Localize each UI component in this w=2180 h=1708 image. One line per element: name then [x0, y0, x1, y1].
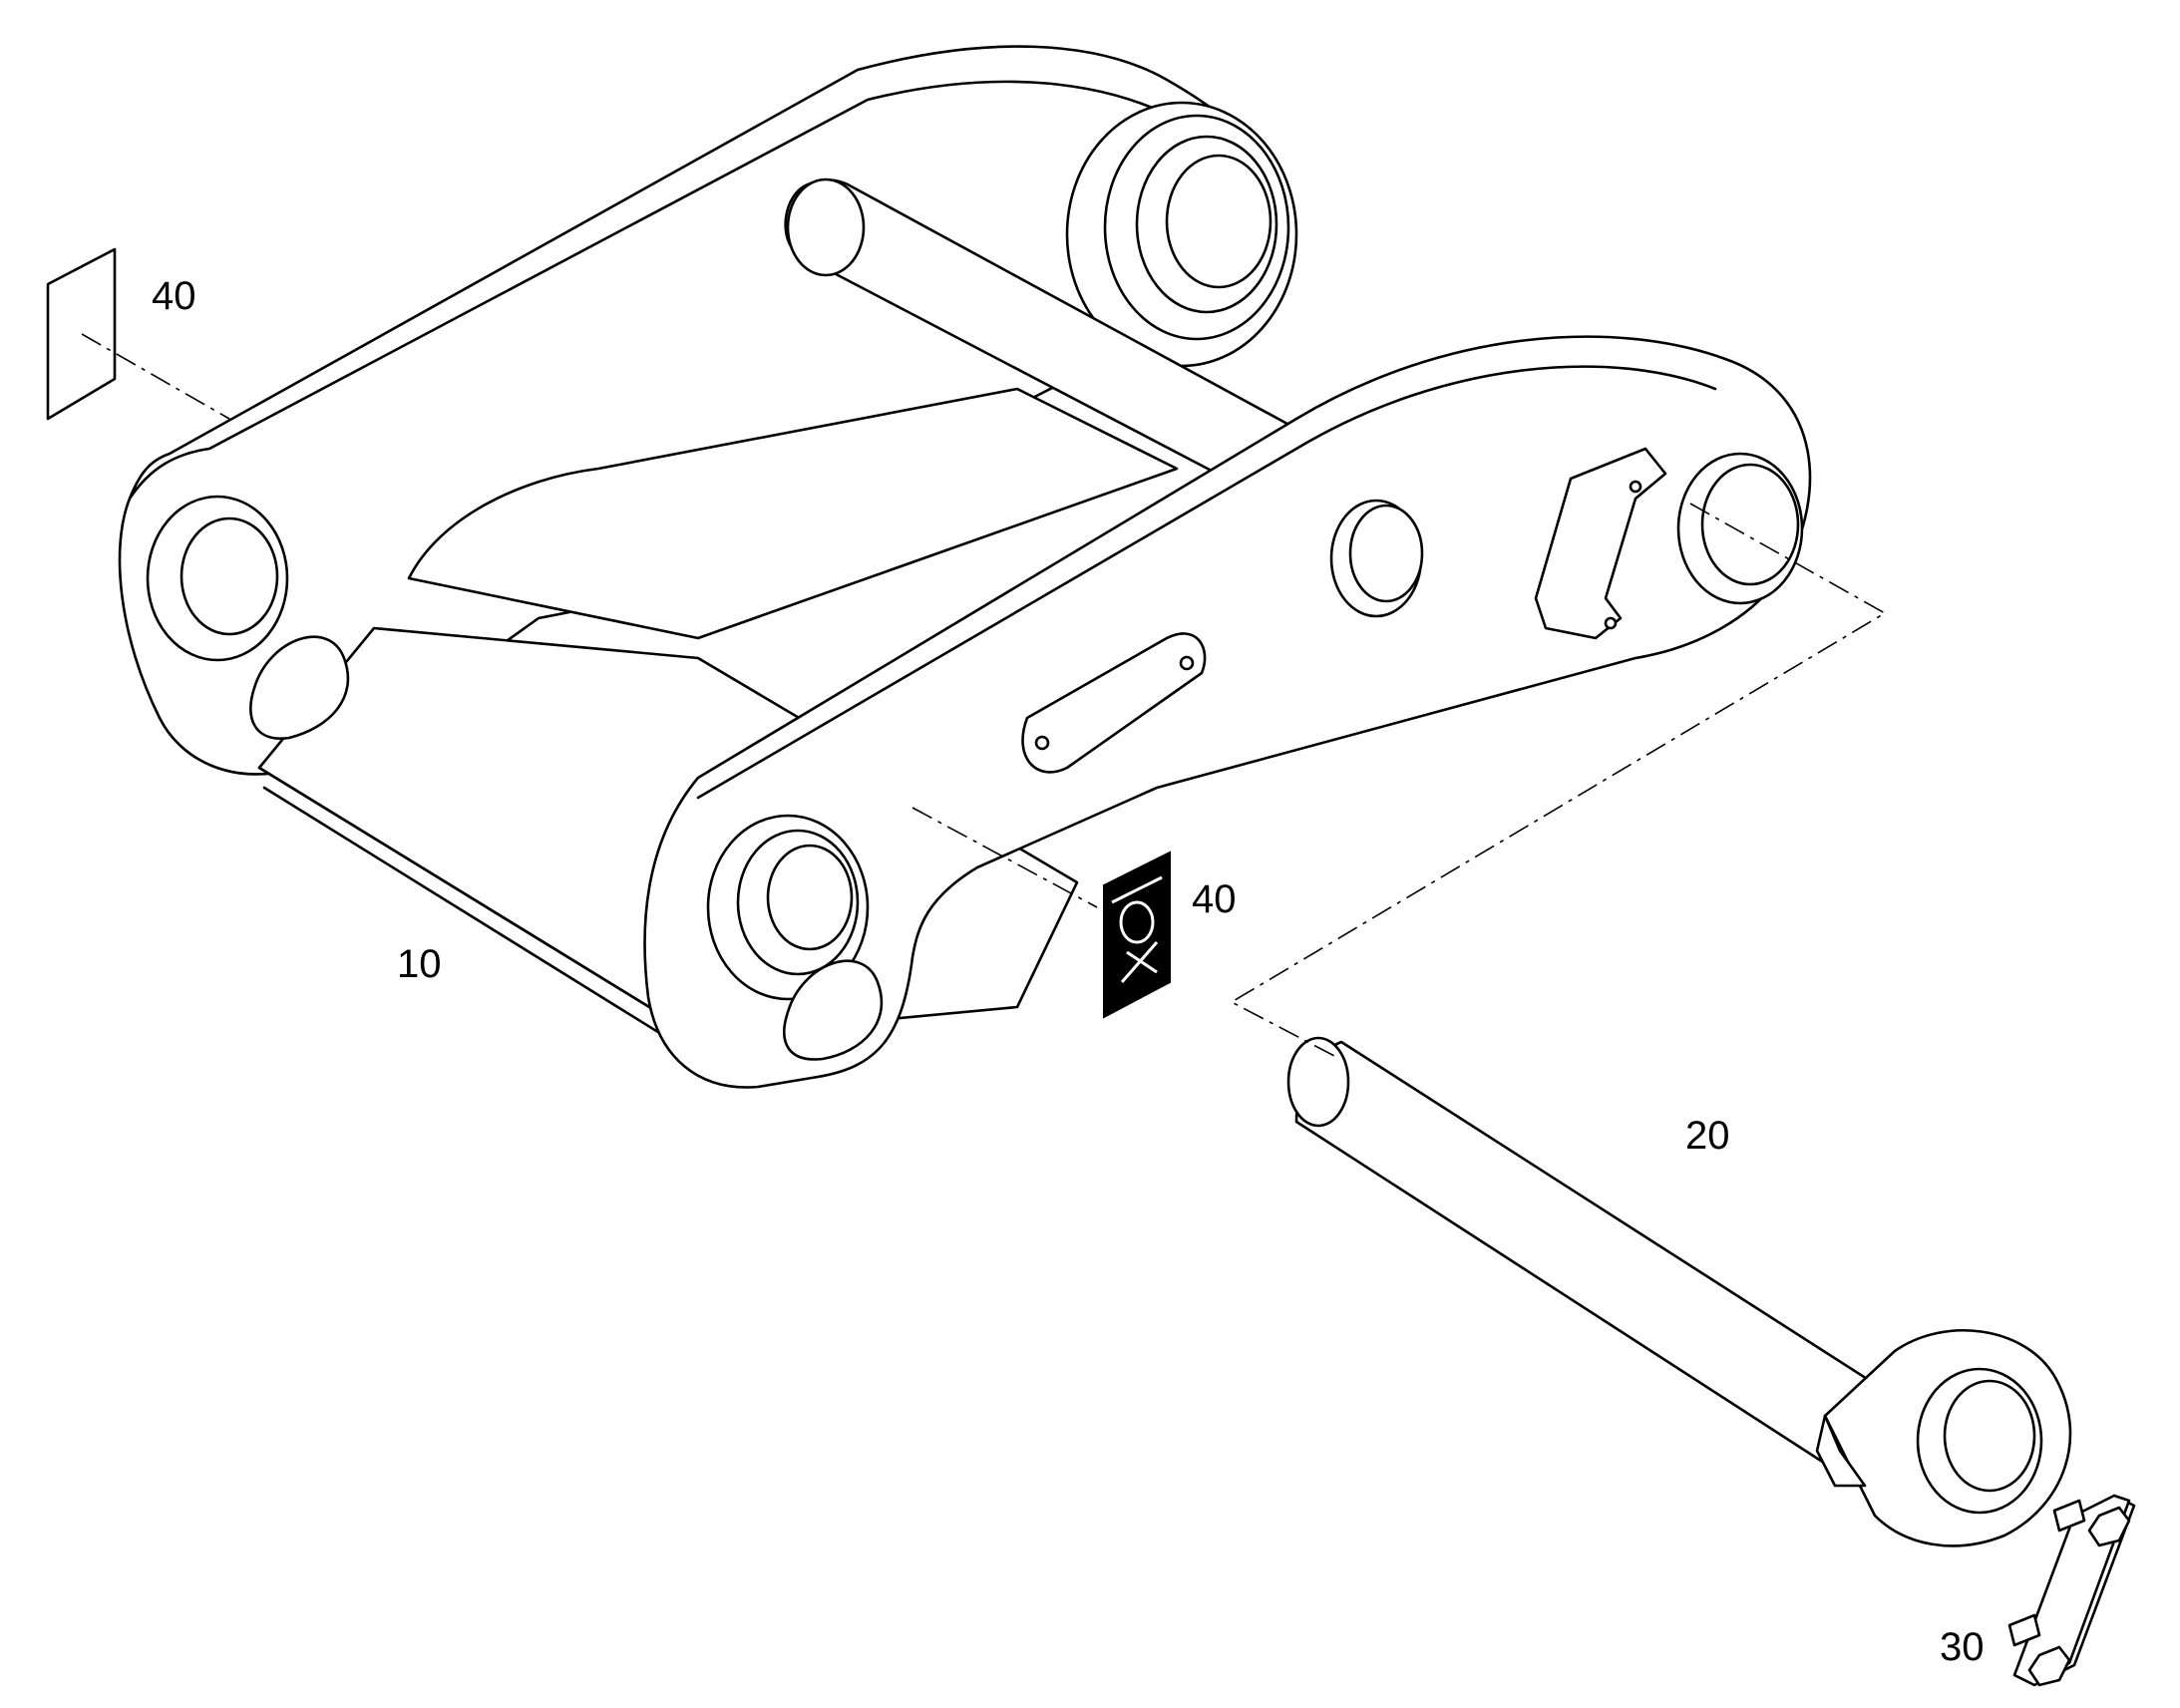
- base-plate-lower-edge: [262, 786, 700, 1059]
- decal-warning: [1103, 851, 1171, 1019]
- rear-plate-bores: [146, 495, 350, 740]
- callout-40-warning: 40: [1192, 877, 1237, 921]
- center-lines: [81, 333, 1887, 1058]
- front-plate-rear-bore: [1676, 452, 1804, 605]
- callout-30: 30: [1940, 1625, 1985, 1669]
- bracket-assembly: [118, 45, 1812, 1089]
- decal-plain: [46, 247, 117, 421]
- pin: [1286, 1036, 2072, 1547]
- base-plate-front-edge: [257, 766, 700, 1039]
- front-side-plate: [643, 335, 1812, 1089]
- cross-web: [407, 387, 1179, 640]
- rear-plate-edge: [128, 80, 1159, 501]
- callout-10: 10: [397, 942, 442, 986]
- callout-20: 20: [1685, 1114, 1730, 1158]
- rear-eye-boss: [1065, 101, 1298, 368]
- callout-40-plain: 40: [152, 274, 196, 318]
- front-plate-lower-hole: [783, 959, 884, 1061]
- hook-bracket: [1534, 447, 1667, 640]
- lock-plate: [2007, 1494, 2136, 1687]
- callout-labels: 40 40 10 20 30: [152, 274, 1985, 1669]
- slotted-cover-plate: [1021, 632, 1207, 774]
- front-plate-boss: [1329, 499, 1424, 618]
- front-plate-edge: [696, 365, 1717, 800]
- front-plate-main-bore: [706, 814, 870, 1001]
